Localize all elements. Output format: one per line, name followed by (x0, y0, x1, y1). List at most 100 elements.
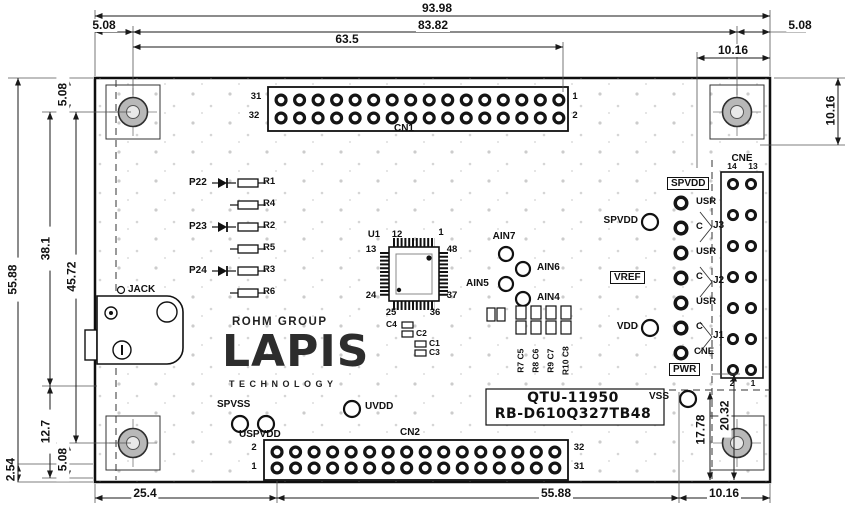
resistor-r3 (237, 266, 259, 276)
spvdd-header-label: SPVDD (667, 177, 710, 190)
j2-label: J2 (713, 275, 725, 286)
dim-total-height: 55.88 (5, 257, 20, 302)
diode-triangle (218, 178, 227, 188)
dim-20-32: 20.32 (717, 393, 732, 438)
jblock-row-usr2: USR (696, 246, 717, 257)
r7-body (515, 305, 527, 320)
diode-triangle (218, 266, 227, 276)
ain7-label: AIN7 (492, 231, 516, 242)
u1-pin25-dot (396, 287, 402, 293)
dim-17-78: 17.78 (693, 407, 708, 452)
cn2-label: CN2 (399, 427, 421, 438)
chip-pin-13: 13 (365, 244, 377, 255)
testpoint-p22: P22 (189, 177, 207, 188)
resistor-label-r1: R1 (263, 176, 276, 187)
spvss-pad (230, 414, 250, 434)
cne-pin-14: 14 (727, 161, 737, 171)
diode-p24 (212, 266, 236, 276)
passive-a (486, 307, 496, 322)
cap-label-c4: C4 (386, 319, 397, 329)
resistor-r5 (237, 244, 259, 254)
ain5-label: AIN5 (466, 278, 489, 289)
j3-leader (699, 211, 713, 228)
chip-pin-1: 1 (438, 227, 444, 238)
part-number-line2: RB-D610Q327TB48 (494, 406, 652, 422)
connector-cn2 (263, 439, 569, 481)
u1-body-inner (395, 253, 433, 295)
ain6-label: AIN6 (537, 262, 560, 273)
rc-strip-label-1: R7 C5 (515, 348, 526, 373)
j3-leader (699, 226, 713, 243)
pwr-label: PWR (669, 363, 701, 376)
c2-body (401, 330, 414, 338)
vdd-label: VDD (616, 321, 638, 332)
passive-b (496, 307, 506, 322)
cne-pin-13: 13 (748, 161, 758, 171)
c8-body (560, 320, 572, 335)
chip-ref: U1 (367, 229, 381, 240)
cn2-pin-31: 31 (573, 461, 585, 472)
j1-leader (699, 321, 713, 338)
jblock-row-c2: C (696, 271, 703, 282)
dim-cne-offset-top: 10.16 (715, 43, 751, 58)
chip-pin-36: 36 (429, 307, 441, 318)
c6-body (530, 320, 542, 335)
r8-body (530, 305, 542, 320)
jack-pin-large (156, 301, 178, 323)
ain6-pad (514, 260, 532, 278)
jack-pin-dot (109, 311, 113, 315)
ain7-pad (497, 245, 515, 263)
brand-group: ROHM GROUP (232, 316, 328, 328)
dim-inner-width: 83.82 (415, 18, 451, 33)
vdd-pad (640, 318, 660, 338)
part-number-box (485, 388, 665, 426)
cap-label-c2: C2 (416, 328, 427, 338)
uvdd-label: UVDD (365, 401, 394, 412)
chip-pin-25: 25 (385, 307, 397, 318)
jack-label-icon (116, 285, 126, 295)
cne-pin-2: 2 (729, 378, 735, 388)
uspvdd-label: USPVDD (239, 429, 281, 440)
cn1-body (267, 86, 569, 132)
cne-pin-1: 1 (750, 378, 756, 388)
jblock-row-usr1: USR (696, 196, 717, 207)
c4-body (401, 321, 414, 329)
cn2-pin-1: 1 (251, 461, 257, 472)
dim-cn1-width: 63.5 (333, 32, 361, 47)
cne-body (720, 171, 764, 379)
resistor-leads (230, 182, 266, 294)
jblock-row-c3: C (696, 321, 703, 332)
spvss-label: SPVSS (217, 399, 251, 410)
dim-margin-left-top: 5.08 (55, 72, 70, 117)
j1-leader (699, 336, 713, 353)
jblock-row-cne: CNE (694, 346, 715, 357)
dc-jack (84, 285, 184, 365)
jumper-header-column (673, 195, 713, 361)
dim-bottom-right: 10.16 (706, 486, 742, 501)
analog-testpoints (497, 245, 532, 308)
mounting-hole-top-right (713, 88, 761, 136)
dim-hole-offset-right: 10.16 (823, 88, 838, 133)
hole-inner (730, 436, 744, 450)
rc-strip-label-3: R9 C7 (545, 348, 556, 373)
resistor-label-r2: R2 (263, 220, 276, 231)
resistor-r6 (237, 288, 259, 298)
rc-strip-label-4: R10 C8 (560, 346, 571, 376)
resistor-r4 (237, 200, 259, 210)
j1-label: J1 (713, 330, 725, 341)
jblock-row-usr3: USR (696, 296, 717, 307)
chip-u1 (380, 238, 448, 310)
cne-label: CNE (731, 153, 753, 164)
dim-bottom-center: 55.88 (538, 486, 574, 501)
jack-label: JACK (128, 284, 156, 295)
diode-triangle (218, 222, 227, 232)
vss-pad (678, 389, 698, 409)
hole-inner (730, 105, 744, 119)
resistor-r1 (237, 178, 259, 188)
testpoint-p23: P23 (189, 221, 207, 232)
c7-body (545, 320, 557, 335)
dim-2-54: 2.54 (3, 447, 18, 492)
uspvdd-pad (256, 414, 276, 434)
